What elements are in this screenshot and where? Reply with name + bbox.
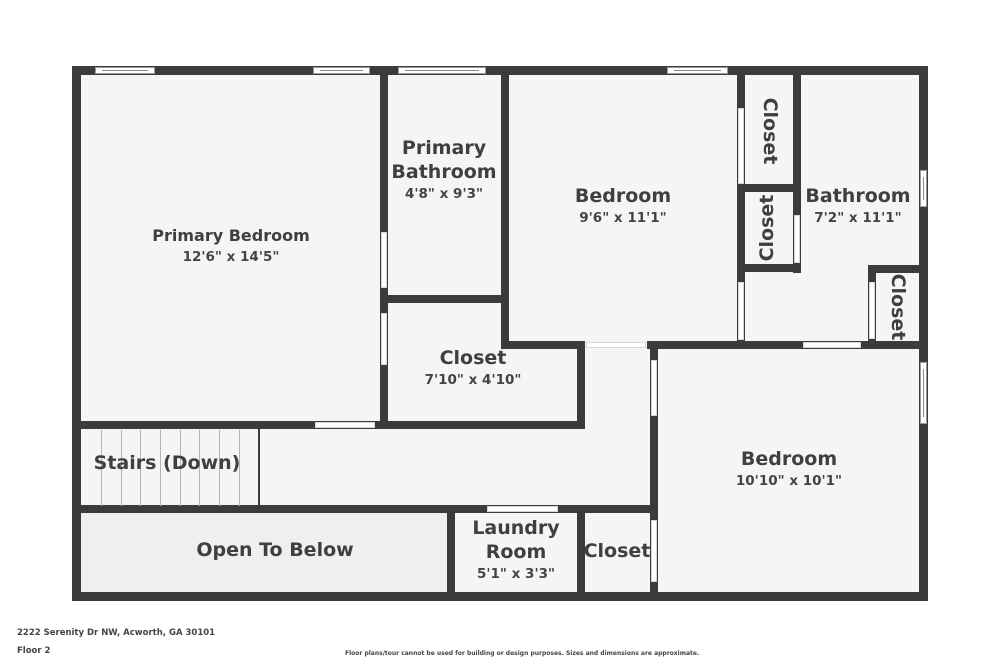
door-bathroom-closet [869,282,875,339]
stair-tread [101,430,102,506]
door-primary-bed-to-closet [381,313,387,365]
wall-exterior-top [72,66,928,75]
room-stairs: Stairs (Down) [94,451,241,475]
room-name: Bedroom [740,448,838,470]
wall-bedroom2-north [647,341,928,349]
door-bedroom1-closet [738,108,744,184]
room-bedroom-2: Bedroom 10'10" x 10'1" [736,447,842,491]
window-primary-bed-2 [313,67,370,74]
window-primary-bed-1 [95,67,155,74]
window-primary-bath [398,67,486,74]
window-bedroom1 [667,67,728,74]
wall-closet-east [577,341,585,429]
stair-tread [219,430,220,506]
wall-exterior-left [72,66,81,601]
property-address: 2222 Serenity Dr NW, Acworth, GA 30101 [17,628,216,638]
room-dimensions: 4'8" x 9'3" [404,186,483,202]
wall-primary-bath-east [501,66,509,349]
stair-tread [239,430,240,506]
wall-closet-south [380,421,585,429]
door-bedroom1-to-hall [586,342,646,348]
wall-exterior-right [919,66,928,601]
wall-closet-bottom [737,264,801,272]
wall-primary-bed-south [72,421,388,429]
room-closet-middle: Closet [755,195,779,262]
room-name: Bathroom [805,185,911,207]
room-name: Closet [439,347,507,369]
door-bathroom-to-hall [803,342,861,348]
room-bedroom-1: Bedroom 9'6" x 11'1" [575,184,671,228]
door-primary-bed-to-hall [315,422,375,428]
stair-tread [140,430,141,506]
door-bath-closet [794,215,800,263]
room-name: Open To Below [196,539,354,561]
window-bathroom [920,170,927,207]
wall-closets-west [737,66,745,349]
room-name-line2: Room [485,541,547,563]
room-name: Closet [756,194,778,262]
room-closet-upper: Closet [758,98,782,165]
room-name: Closet [887,273,909,341]
wall-laundry-east [577,505,585,599]
room-name-line1: Laundry [472,517,560,539]
room-bathroom: Bathroom 7'2" x 11'1" [805,184,910,228]
stair-tread [199,430,200,506]
stair-tread [160,430,161,506]
door-primary-bed-to-bath [381,232,387,288]
window-bedroom2 [920,362,927,424]
stair-tread [180,430,181,506]
wall-bath-closet-north [868,265,928,273]
room-dimensions: 7'10" x 4'10" [424,372,522,388]
wall-otb-east [447,505,455,599]
wall-closets-east [793,66,801,273]
room-open-to-below: Open To Below [196,538,353,562]
wall-bedroom2-west [650,341,658,599]
wall-closet-divider [737,184,801,192]
room-name: Closet [759,97,781,165]
room-laundry: Laundry Room 5'1" x 3'3" [472,516,559,584]
room-closet-bathroom: Closet [886,274,910,341]
wall-exterior-bottom [72,592,928,601]
room-name-line1: Primary [401,137,487,159]
disclaimer: Floor plans/tour cannot be used for buil… [345,650,700,657]
room-name: Stairs (Down) [93,452,241,474]
wall-primary-bath-south [380,295,509,303]
floor-label: Floor 2 [17,646,51,656]
room-name: Primary Bedroom [152,226,310,245]
room-dimensions: 12'6" x 14'5" [182,249,280,265]
stair-tread [121,430,122,506]
door-bedroom1-to-bath [738,282,744,340]
room-name-line2: Bathroom [391,161,497,183]
wall-bedroom1-south [501,341,585,349]
room-dimensions: 5'1" x 3'3" [476,566,555,582]
room-name: Bedroom [574,185,672,207]
wall-stair-divider [258,429,260,506]
door-bedroom2 [651,360,657,416]
room-primary-bedroom: Primary Bedroom 12'6" x 14'5" [152,225,310,267]
room-primary-bathroom: Primary Bathroom 4'8" x 9'3" [391,136,496,204]
fill-open-to-below [80,513,448,594]
wall-hall-south [72,505,658,513]
room-name: Closet [583,540,651,562]
room-walk-in-closet: Closet 7'10" x 4'10" [425,346,522,390]
door-laundry [487,506,558,512]
room-dimensions: 9'6" x 11'1" [579,210,667,226]
room-dimensions: 10'10" x 10'1" [735,473,843,489]
room-closet-hall: Closet [584,539,651,563]
door-hall-closet [651,520,657,582]
room-dimensions: 7'2" x 11'1" [814,210,902,226]
